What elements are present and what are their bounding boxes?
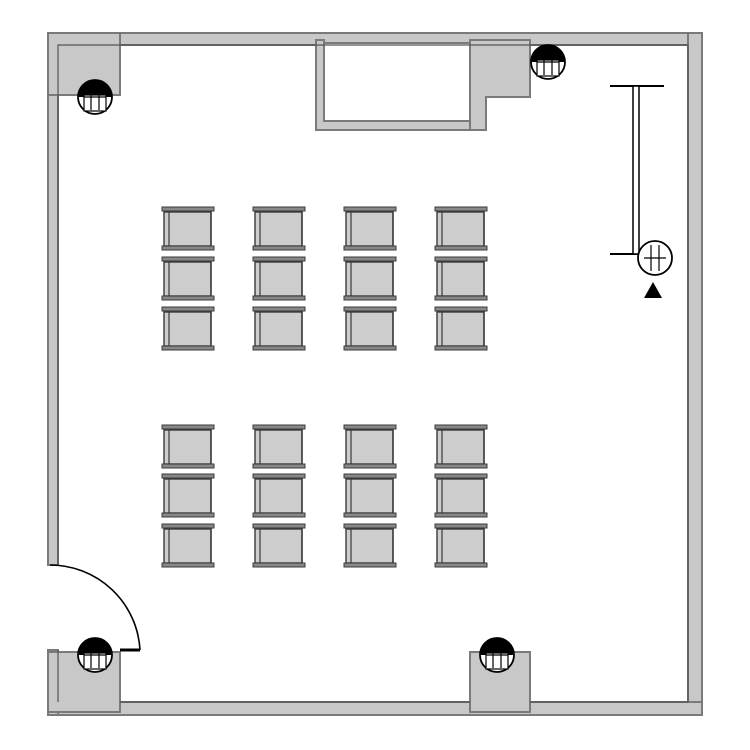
chair: [343, 424, 397, 469]
door: [49, 564, 141, 652]
screen-triangle-icon: [644, 282, 662, 298]
column-top-right: [469, 39, 531, 131]
screen-pole: [632, 85, 640, 255]
chair: [343, 523, 397, 568]
alcove: [323, 42, 471, 122]
chair: [252, 473, 306, 518]
chair: [434, 256, 488, 301]
room-outline: [57, 44, 689, 703]
chair: [161, 473, 215, 518]
chair: [252, 206, 306, 251]
chair: [161, 306, 215, 351]
wall-outlet-icon-top-left: [77, 79, 113, 115]
chair: [343, 256, 397, 301]
chair: [434, 206, 488, 251]
chair: [161, 256, 215, 301]
wall-outlet-icon-right: [637, 240, 673, 276]
outlets: [77, 44, 673, 673]
chair: [343, 206, 397, 251]
chair: [343, 473, 397, 518]
chair: [161, 424, 215, 469]
chair: [252, 523, 306, 568]
chair: [161, 523, 215, 568]
seating-area: [161, 206, 488, 568]
chair: [434, 523, 488, 568]
chair: [434, 306, 488, 351]
chair: [161, 206, 215, 251]
wall-outlet-icon-top-right: [530, 44, 566, 80]
walls: [47, 32, 703, 716]
chair: [343, 306, 397, 351]
wall-bottom: [47, 701, 703, 716]
chair: [252, 306, 306, 351]
chair: [252, 424, 306, 469]
wall-outlet-icon-bottom-left: [77, 637, 113, 673]
door-swing-arc: [49, 564, 141, 651]
wall-left-upper: [47, 32, 59, 566]
wall-right: [687, 32, 703, 716]
chair: [434, 473, 488, 518]
chair: [252, 256, 306, 301]
chair: [434, 424, 488, 469]
wall-outlet-icon-bottom-center: [479, 637, 515, 673]
